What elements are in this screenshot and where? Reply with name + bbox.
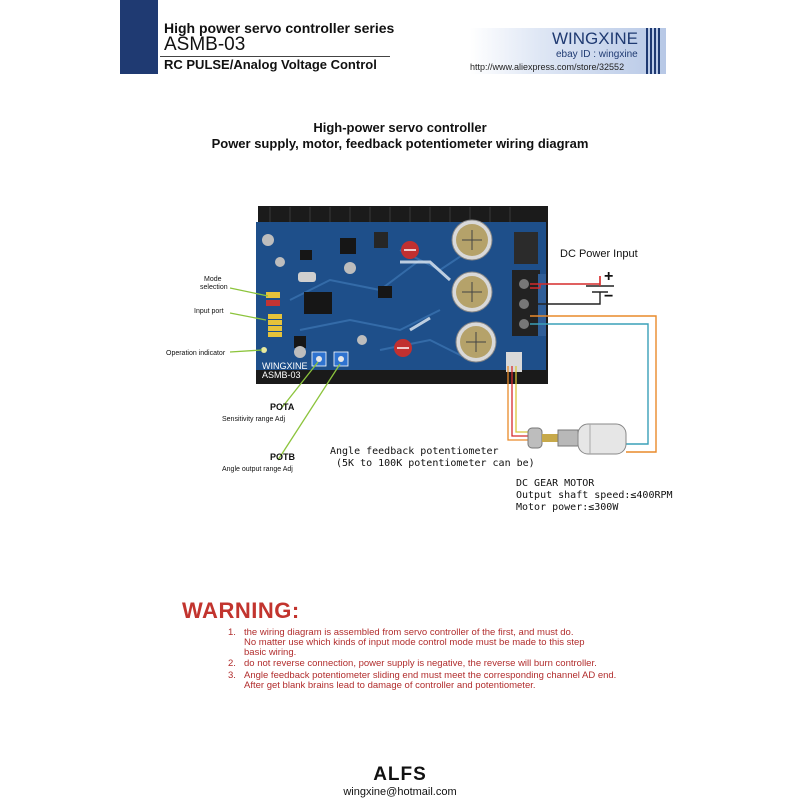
model-name: ASMB-03 (164, 34, 246, 55)
ic-chip-2 (340, 238, 356, 254)
warning-1-line-2: No matter use which kinds of input mode … (244, 637, 585, 648)
label-motor-1: DC GEAR MOTOR (516, 478, 595, 489)
small-capacitor-1 (262, 234, 274, 246)
label-potb-desc: Angle output range Adj (222, 466, 293, 473)
brand-stripes (646, 28, 662, 74)
crystal (298, 272, 316, 282)
small-capacitor-2 (275, 257, 285, 267)
power-traces (400, 260, 452, 332)
plus-sign: + (604, 268, 614, 285)
motor-coupling (557, 429, 579, 447)
ic-chip-5 (294, 336, 306, 348)
warning-2-line-1: do not reverse connection, power supply … (244, 658, 597, 669)
label-pota: POTA (270, 402, 295, 412)
diagram-title: High-power servo controller (313, 120, 487, 135)
input-header-pins (268, 314, 282, 337)
wire-fb-yellow (515, 366, 528, 433)
wire-negative (530, 296, 601, 305)
diagram-subtitle: Power supply, motor, feedback potentiome… (211, 136, 589, 151)
label-operation-indicator: Operation indicator (166, 350, 226, 357)
big-capacitor-2 (451, 271, 493, 313)
feedback-pot-body (527, 427, 543, 449)
wire-motor-orange (530, 315, 657, 453)
dc-gear-motor (577, 423, 627, 455)
warning-3-line-1: Angle feedback potentiometer sliding end… (244, 670, 617, 681)
wire-fb-orange (507, 366, 528, 441)
small-capacitor-3 (344, 262, 356, 274)
wire-fb-red (511, 366, 528, 437)
label-feedback-1: Angle feedback potentiometer (330, 446, 499, 457)
board-brand-silk: WINGXINE (262, 361, 308, 371)
small-capacitor-5 (357, 335, 367, 345)
big-capacitor-1 (451, 219, 493, 261)
warning-1-line-1: the wiring diagram is assembled from ser… (244, 627, 574, 638)
label-mode-1: Mode (204, 276, 222, 283)
wire-positive-2 (530, 284, 541, 289)
control-subtitle: RC PULSE/Analog Voltage Control (164, 57, 377, 72)
label-feedback-2: (5K to 100K potentiometer can be) (336, 458, 535, 469)
label-pota-desc: Sensitivity range Adj (222, 416, 286, 423)
relay (514, 232, 538, 264)
store-url[interactable]: http://www.aliexpress.com/store/32552 (470, 62, 625, 72)
board-model-silk: ASMB-03 (262, 370, 301, 380)
footer-email[interactable]: wingxine@hotmail.com (343, 786, 457, 798)
small-capacitor-4 (294, 346, 306, 358)
label-motor-2: Output shaft speed:≤400RPM (516, 490, 673, 501)
pcb-board-bottom (256, 370, 546, 384)
footer-brand: ALFS (373, 764, 427, 785)
series-title: High power servo controller series (164, 20, 395, 36)
minus-sign: − (604, 288, 614, 305)
feedback-pot-shaft (542, 434, 558, 442)
operation-led (261, 347, 267, 353)
ic-chip-3 (378, 286, 392, 298)
header-divider (160, 56, 390, 57)
terminal-block-small (374, 232, 388, 248)
ic-chip-4 (300, 250, 312, 260)
leader-lines (229, 287, 341, 461)
label-motor-3: Motor power:≤300W (516, 502, 619, 513)
header-accent-bar (120, 0, 158, 74)
label-mode-2: selection (200, 284, 228, 291)
ebay-id: ebay ID : wingxine (556, 49, 638, 60)
warning-title: WARNING: (182, 598, 300, 623)
label-dc-power-input: DC Power Input (560, 248, 638, 260)
mode-header-pins (266, 292, 280, 306)
warning-num-1: 1. (228, 627, 236, 638)
brand-name: WINGXINE (552, 29, 638, 48)
label-potb: POTB (270, 452, 296, 462)
warning-3-line-2: After get blank brains lead to damage of… (244, 680, 536, 691)
big-capacitor-3 (455, 321, 497, 363)
brand-panel (470, 28, 666, 74)
feedback-header (506, 352, 522, 372)
warning-num-2: 2. (228, 658, 236, 669)
warning-1-line-3: basic wiring. (244, 647, 297, 658)
wire-motor-cyan (530, 323, 649, 445)
label-input-port: Input port (194, 308, 224, 315)
terminal-label-strip (538, 274, 546, 336)
ic-chip-main (304, 292, 332, 314)
warning-num-3: 3. (228, 670, 236, 681)
